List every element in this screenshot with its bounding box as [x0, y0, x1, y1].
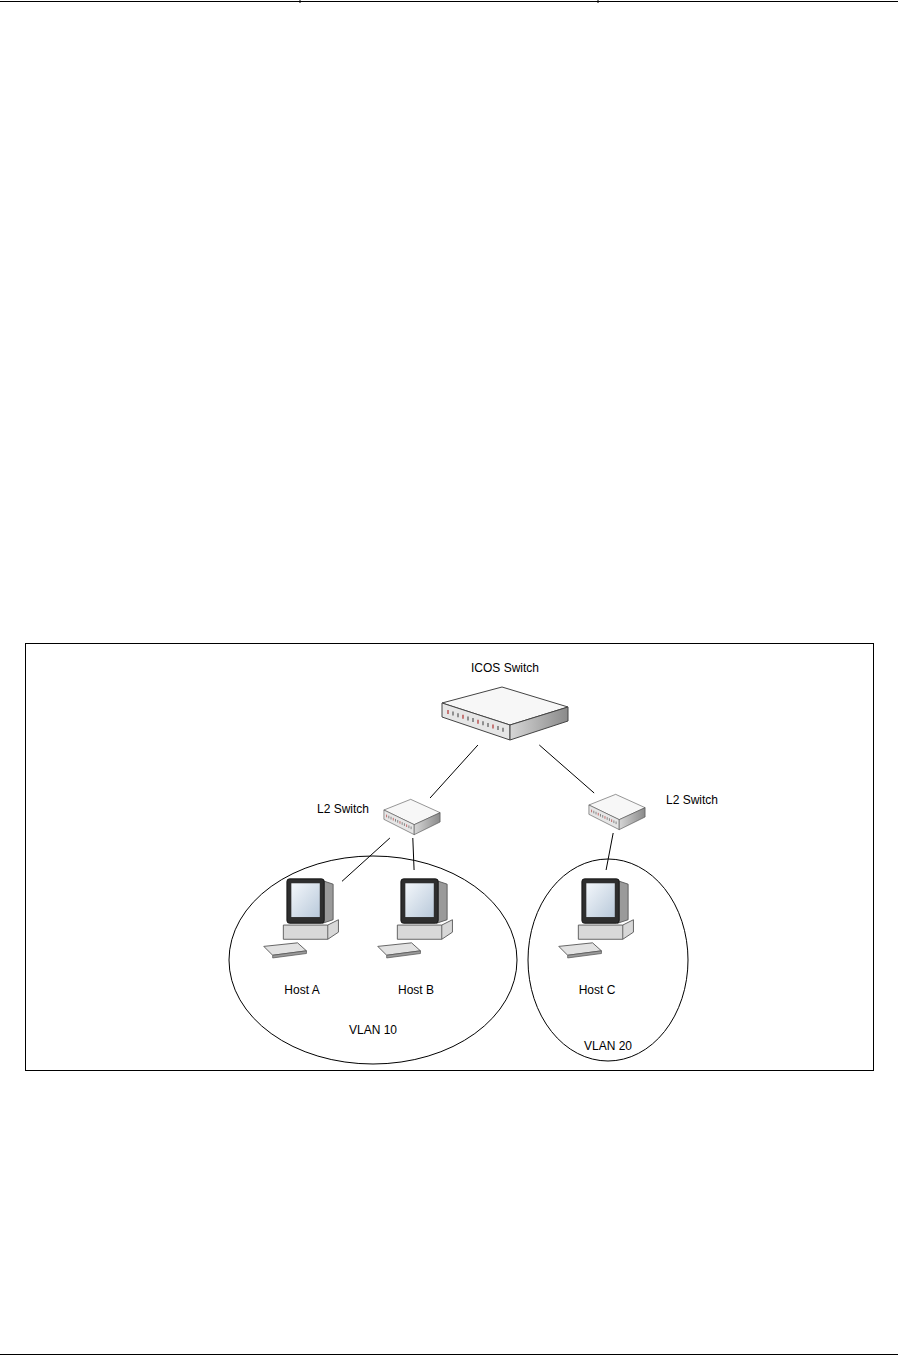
switch-port: [609, 818, 610, 821]
switch-icon: [383, 798, 441, 838]
vlan-outline: [528, 859, 688, 1061]
switch-port: [593, 811, 594, 814]
switch-label: L2 Switch: [666, 793, 718, 807]
monitor-frame: [582, 879, 619, 923]
monitor-frame: [287, 879, 324, 923]
switch-port: [388, 816, 389, 819]
switch-label: ICOS Switch: [471, 661, 539, 675]
vlan-ellipse: VLAN 10 Host A Host B: [228, 855, 518, 1065]
computer-base-edge: [441, 925, 442, 939]
switch-port: [613, 820, 614, 823]
switch-port: [393, 818, 394, 821]
vlan-ellipse: VLAN 20 Host C: [527, 858, 689, 1062]
switch-node: ICOS Switch: [440, 685, 570, 745]
switch-port: [487, 723, 488, 727]
network-link: [539, 745, 594, 793]
switch-port: [477, 720, 478, 724]
vlan-label: VLAN 20: [584, 1039, 632, 1053]
switch-port: [391, 817, 392, 820]
switch-port: [457, 713, 458, 717]
computer-base-edge: [327, 925, 328, 939]
switch-port: [600, 814, 601, 817]
network-link: [606, 833, 613, 870]
switch-side: [510, 707, 568, 740]
switch-port: [497, 726, 498, 730]
switch-port: [467, 716, 468, 720]
switch-port: [591, 810, 592, 813]
computer-base-edge: [622, 925, 623, 939]
host-icon: [557, 870, 637, 965]
host-node: Host C: [557, 870, 637, 965]
host-label: Host B: [398, 983, 434, 997]
keyboard-edge: [273, 951, 307, 958]
switch-port: [402, 822, 403, 825]
monitor-frame: [401, 879, 438, 923]
switch-port: [452, 712, 453, 716]
switch-port: [404, 823, 405, 826]
network-link: [413, 838, 414, 870]
switch-port: [408, 825, 409, 828]
switch-front: [589, 805, 619, 830]
switch-front: [442, 703, 510, 740]
vlan-outline: [229, 856, 517, 1064]
switch-port: [411, 826, 412, 829]
switch-port: [596, 812, 597, 815]
switch-port: [616, 821, 617, 824]
switch-port: [462, 715, 463, 719]
figure-frame: [26, 644, 874, 1071]
switch-port: [482, 721, 483, 725]
host-label: Host A: [284, 983, 319, 997]
switch-port: [406, 824, 407, 827]
switch-port: [399, 821, 400, 824]
host-node: Host A: [262, 870, 342, 965]
switch-port: [472, 718, 473, 722]
monitor-screen: [291, 883, 319, 917]
monitor-screen: [405, 883, 433, 917]
host-icon: [262, 870, 342, 965]
switch-port: [602, 815, 603, 818]
vlan-label: VLAN 10: [349, 1023, 397, 1037]
header-rule: [0, 1, 898, 2]
keyboard-edge: [387, 951, 421, 958]
switch-side: [619, 808, 645, 830]
switch-port: [397, 820, 398, 823]
switch-port: [502, 728, 503, 732]
footer-rule: [0, 1354, 898, 1355]
switch-port: [447, 710, 448, 714]
switch-icon: [440, 685, 570, 745]
monitor-screen: [586, 883, 614, 917]
header-tick: [598, 0, 599, 3]
host-icon: [376, 870, 456, 965]
network-link: [342, 838, 390, 881]
host-node: Host B: [376, 870, 456, 965]
switch-front: [384, 810, 414, 835]
switch-port: [604, 816, 605, 819]
host-label: Host C: [579, 983, 616, 997]
switch-side: [414, 813, 440, 835]
switch-port: [598, 813, 599, 816]
switch-port: [607, 817, 608, 820]
switch-port: [492, 725, 493, 729]
network-link: [430, 745, 478, 798]
switch-port: [395, 819, 396, 822]
switch-icon: [588, 793, 646, 833]
switch-port: [386, 815, 387, 818]
header-tick: [300, 0, 301, 3]
switch-node: L2 Switch: [383, 798, 441, 838]
switch-port: [611, 819, 612, 822]
switch-node: L2 Switch: [588, 793, 646, 833]
switch-label: L2 Switch: [317, 802, 369, 816]
keyboard-edge: [568, 951, 602, 958]
